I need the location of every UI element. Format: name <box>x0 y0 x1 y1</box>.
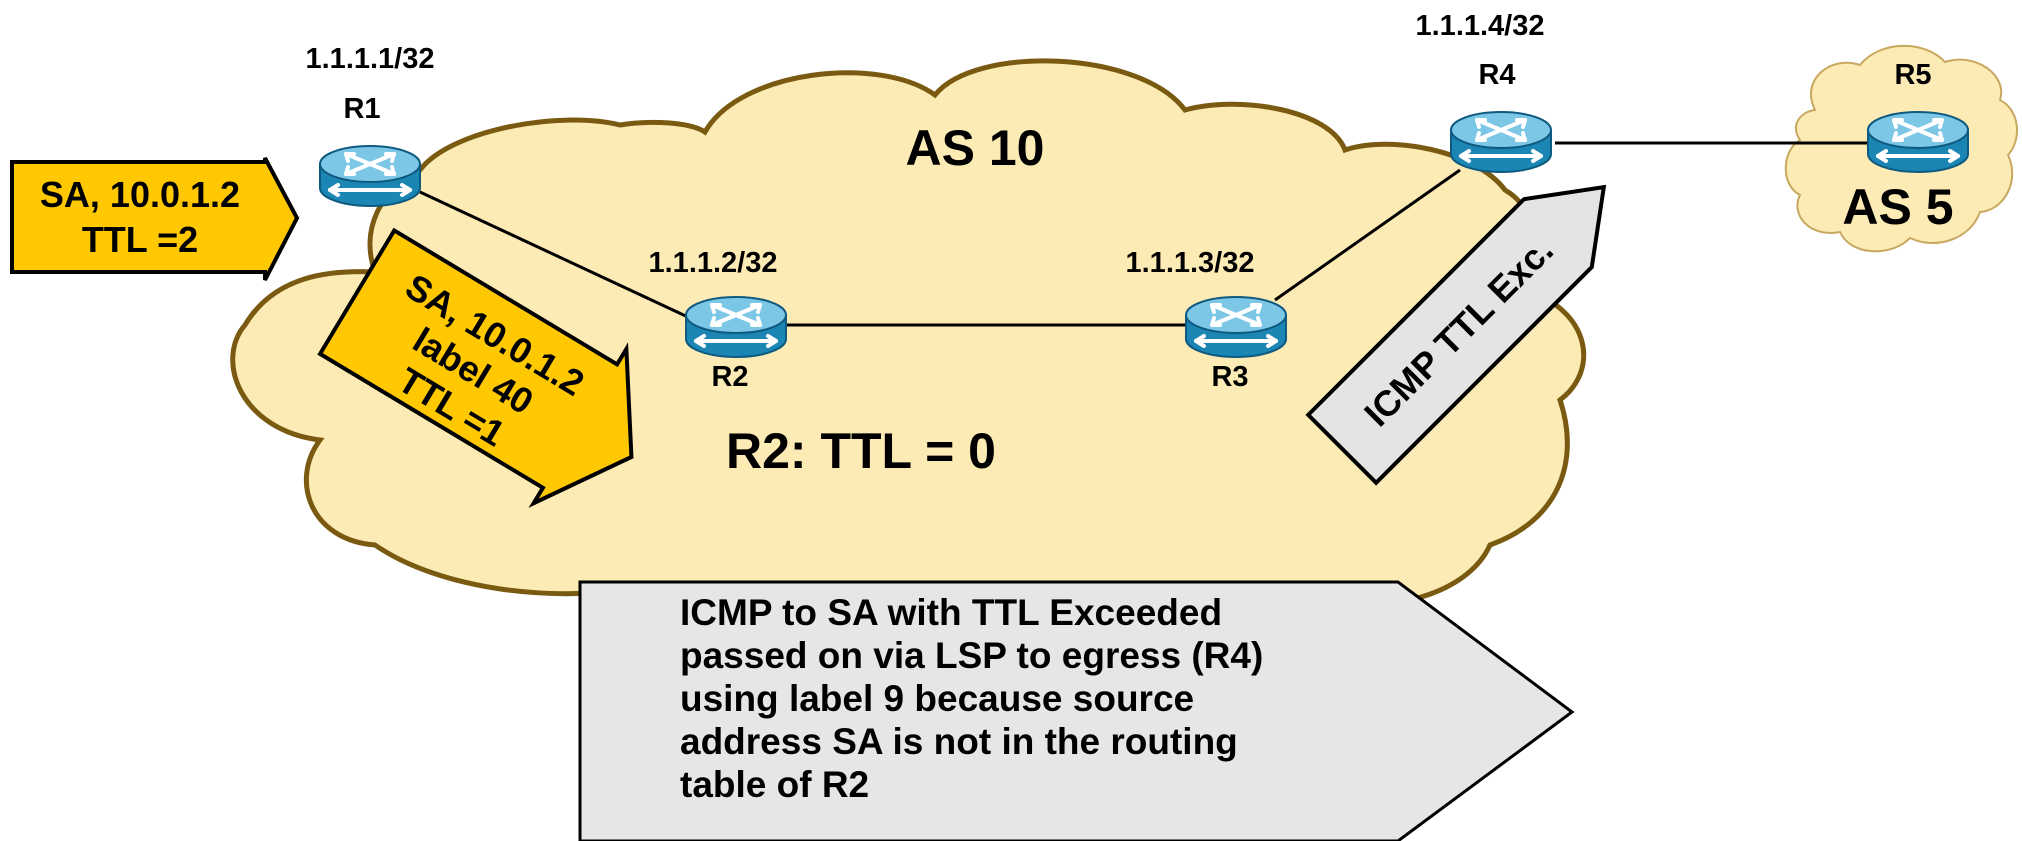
callout-line-2: passed on via LSP to egress (R4) <box>680 635 1263 676</box>
callout-line-3: using label 9 because source <box>680 678 1194 719</box>
link-r3-r4 <box>1274 168 1461 302</box>
callout-shape <box>578 580 1575 841</box>
callout-line-1: ICMP to SA with TTL Exceeded <box>680 592 1222 633</box>
icmp-packet-shape <box>1305 184 1607 486</box>
callout-line-4: address SA is not in the routing <box>680 721 1238 762</box>
r1-name: R1 <box>343 93 380 125</box>
r4-address: 1.1.1.4/32 <box>1416 10 1545 42</box>
router-r5 <box>1866 110 1970 174</box>
r2-ttl-status: R2: TTL = 0 <box>726 423 996 479</box>
r3-name: R3 <box>1211 361 1248 393</box>
incoming-packet-line-1: SA, 10.0.1.2 <box>40 174 240 215</box>
r3-address: 1.1.1.3/32 <box>1126 247 1255 279</box>
router-r2 <box>684 295 788 359</box>
incoming-packet-line-2: TTL =2 <box>82 219 198 260</box>
as5-label: AS 5 <box>1842 179 1953 235</box>
r4-name: R4 <box>1478 59 1515 91</box>
r5-name: R5 <box>1894 59 1931 91</box>
router-r4 <box>1449 110 1553 174</box>
incoming-packet-arrow: SA, 10.0.1.2 TTL =2 <box>10 157 300 281</box>
links <box>419 141 1870 327</box>
router-r3 <box>1184 295 1288 359</box>
incoming-packet-shape <box>10 157 300 281</box>
r2-name: R2 <box>711 361 748 393</box>
icmp-packet-arrow: ICMP TTL Exc. <box>1305 184 1607 486</box>
explanation-callout: ICMP to SA with TTL Exceeded passed on v… <box>578 580 1575 841</box>
callout-line-5: table of R2 <box>680 764 869 805</box>
labeled-packet-arrow: SA, 10.0.1.2 label 40 TTL =1 <box>317 227 634 508</box>
r2-address: 1.1.1.2/32 <box>649 247 778 279</box>
link-r1-r2 <box>419 190 691 320</box>
labeled-packet-shape <box>317 227 634 508</box>
r1-address: 1.1.1.1/32 <box>306 43 435 75</box>
router-r1 <box>318 144 422 208</box>
as10-label: AS 10 <box>906 120 1045 176</box>
